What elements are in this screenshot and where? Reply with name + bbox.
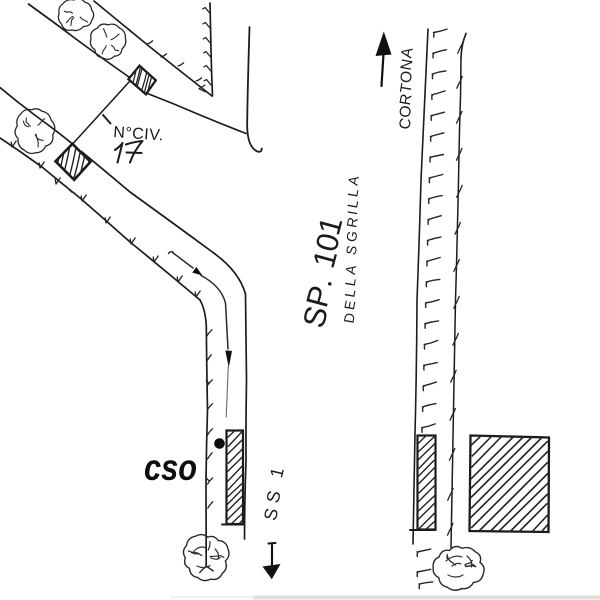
svg-text:L: L (344, 199, 361, 210)
svg-text:L: L (344, 187, 361, 198)
svg-text:S: S (343, 244, 360, 256)
svg-text:1: 1 (266, 465, 288, 479)
svg-text:S: S (260, 506, 282, 522)
svg-text:A: A (342, 263, 359, 276)
svg-text:R: R (343, 216, 361, 229)
svg-text:D: D (340, 312, 358, 325)
svg-text:N°CIV.: N°CIV. (113, 124, 165, 144)
svg-text:cso: cso (144, 447, 197, 488)
svg-text:I: I (344, 209, 360, 216)
svg-text:T: T (397, 82, 415, 95)
svg-text:N: N (398, 58, 417, 72)
svg-text:O: O (397, 70, 416, 85)
svg-text:R: R (397, 93, 416, 107)
svg-text:G: G (343, 230, 361, 244)
svg-text:S: S (263, 489, 285, 505)
svg-text:E: E (341, 299, 358, 311)
svg-text:A: A (398, 46, 417, 60)
svg-text:L: L (342, 277, 359, 288)
svg-text:A: A (345, 174, 362, 187)
svg-text:C: C (396, 117, 415, 131)
svg-text:O: O (397, 104, 416, 119)
svg-text:L: L (341, 288, 358, 299)
